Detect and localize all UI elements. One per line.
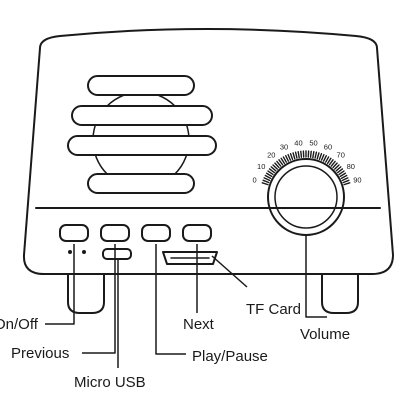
dial-tick [342, 179, 350, 184]
dial-tick [326, 157, 332, 165]
dial-tick [316, 152, 320, 160]
volume-leader [305, 235, 327, 318]
tf-card-leader [211, 255, 248, 288]
dial-tick [318, 152, 323, 161]
dial-tick [294, 151, 298, 159]
dial-tick-label: 60 [324, 143, 332, 152]
dial-tick [272, 164, 279, 170]
next-button [182, 224, 212, 242]
dial-tick [261, 182, 269, 186]
next-label: Next [183, 316, 214, 333]
indicator-dot [68, 250, 72, 254]
dial-tick-label: 40 [294, 139, 302, 148]
dial-tick [270, 166, 277, 172]
dial-tick [339, 172, 347, 178]
dial-tick [278, 159, 284, 166]
dial-tick [265, 172, 273, 178]
play-pause-label: Play/Pause [192, 348, 268, 365]
dial-tick-label: 50 [309, 139, 317, 148]
dial-tick [297, 150, 300, 159]
grille-bar [87, 75, 195, 96]
on-off-label: On/Off [0, 316, 38, 333]
dial-tick [335, 166, 342, 172]
dial-tick [263, 177, 271, 182]
dial-tick [332, 162, 338, 169]
speaker-body [22, 28, 394, 275]
previous-button [100, 224, 130, 242]
dial-tick [309, 150, 312, 158]
dial-tick [333, 164, 340, 170]
volume-knob-outer [267, 158, 345, 236]
dial-tick [338, 170, 345, 176]
dial-tick [280, 157, 286, 165]
dial-tick-label: 90 [353, 175, 361, 184]
dial-tick [276, 160, 282, 167]
tf-card-label: TF Card [246, 301, 302, 318]
dial-tick-label: 30 [280, 143, 288, 152]
grille-bar [67, 135, 217, 156]
grille-bar [87, 173, 195, 194]
dial-tick [341, 177, 349, 182]
dial-tick [340, 174, 348, 180]
volume-knob-inner [274, 165, 338, 229]
dial-tick-label: 0 [253, 175, 257, 184]
dial-tick [285, 155, 290, 162]
dial-tick [262, 179, 270, 184]
dial-tick [320, 153, 325, 161]
dial-tick-label: 10 [257, 162, 265, 171]
micro-usb-port [102, 248, 132, 260]
indicator-dot [82, 250, 86, 254]
previous-leader [82, 244, 116, 354]
dial-scale [261, 150, 351, 186]
dial-tick [314, 151, 318, 159]
dial-tick [274, 162, 280, 169]
dial-tick [264, 174, 272, 180]
volume-label: Volume [300, 326, 351, 343]
dial-tick-label: 20 [267, 151, 275, 160]
dial-tick [268, 168, 276, 174]
on-off-button [59, 224, 89, 242]
dial-tick [330, 160, 336, 167]
dial-tick [336, 168, 344, 174]
micro-usb-label: Micro USB [74, 374, 146, 391]
grille-bar [71, 105, 213, 126]
play-pause-leader [155, 244, 186, 355]
dial-tick [322, 155, 327, 162]
play-pause-button [141, 224, 171, 242]
dial-tick-label: 80 [347, 162, 355, 171]
dial-tick [287, 153, 292, 161]
dial-tick [289, 152, 294, 161]
dial-tick [343, 182, 351, 186]
left-foot [67, 273, 105, 314]
right-foot [321, 273, 359, 314]
on-off-leader [45, 244, 75, 325]
dial-tick [328, 159, 334, 166]
tf-card-slot [162, 251, 218, 265]
dial-tick [267, 170, 274, 176]
dial-tick [312, 150, 315, 159]
previous-label: Previous [11, 345, 70, 362]
dial-tick [292, 152, 296, 160]
dial-tick [282, 156, 288, 163]
dial-tick-label: 70 [337, 151, 345, 160]
dial-tick [324, 156, 330, 163]
dial-tick [300, 150, 303, 158]
